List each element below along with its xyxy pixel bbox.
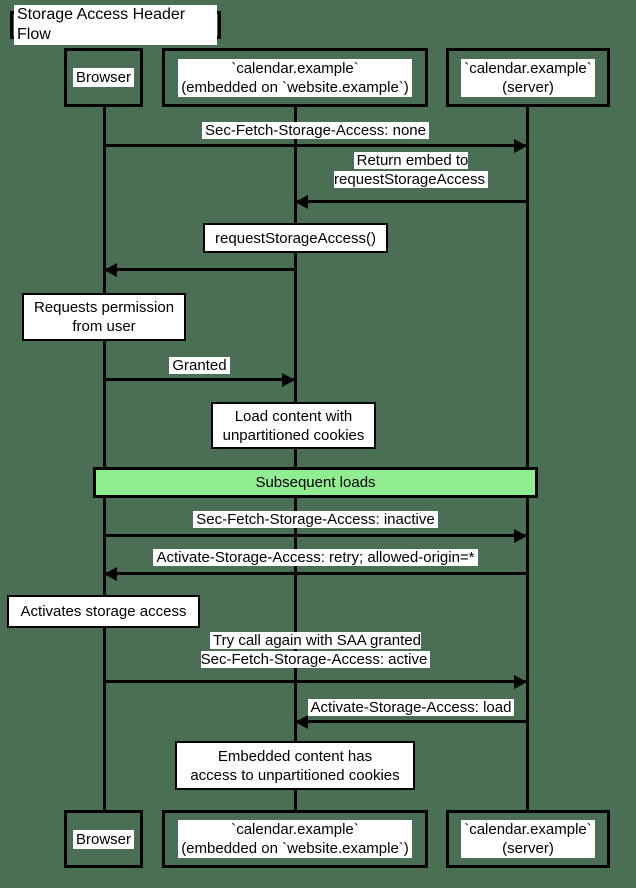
note-text: Requests permission from user [33,299,175,335]
message-label-text: Activate-Storage-Access: retry; allowed-… [153,549,478,566]
message-label: Activate-Storage-Access: load [295,698,527,717]
message-label-text: Granted [169,357,230,374]
message-label: Sec-Fetch-Storage-Access: inactive [104,510,527,529]
participant-browser-top-label: Browser [72,68,134,87]
loop-label-band: Subsequent loads [93,467,538,498]
message-label-text: Activate-Storage-Access: load [307,699,515,716]
participant-server-bottom-label: `calendar.example` (server) [461,820,595,858]
message-label: Sec-Fetch-Storage-Access: none [104,121,527,140]
note: Activates storage access [7,595,200,628]
message-arrowhead [282,373,295,387]
message-arrowhead [104,567,117,581]
message-arrowhead [104,263,117,277]
note-text: Activates storage access [20,603,187,620]
participant-browser-bottom: Browser [64,810,143,868]
message-label-text: requestStorageAccess() [215,229,376,247]
message-arrow-line [104,680,527,683]
message-label-text: Sec-Fetch-Storage-Access: inactive [193,511,438,528]
message-arrow-line [295,720,527,723]
message-arrow-line [104,572,527,575]
lifeline-server [526,107,529,810]
lifeline-embed [294,107,297,810]
message-arrowhead [514,139,527,153]
note-text: Embedded content has access to unpartiti… [190,747,400,784]
participant-embed-bottom-label: `calendar.example` (embedded on `website… [178,820,412,858]
lifeline-browser [103,107,106,810]
message-arrowhead [514,675,527,689]
message-arrowhead [514,529,527,543]
note: Requests permission from user [22,293,186,341]
message-label: Activate-Storage-Access: retry; allowed-… [104,548,527,567]
message-arrow-line [295,200,527,203]
message-label: Try call again with SAA granted Sec-Fetc… [104,631,527,669]
note-text: Load content with unpartitioned cookies [222,407,365,444]
diagram-title: Storage Access Header Flow [14,5,217,45]
note: Embedded content has access to unpartiti… [175,741,415,790]
note: Load content with unpartitioned cookies [211,402,376,449]
message-label: Return embed to requestStorageAccess [295,151,527,189]
participant-server-top-label: `calendar.example` (server) [461,58,595,97]
loop-label: Subsequent loads [255,474,376,491]
participant-browser-top: Browser [64,48,143,107]
message-arrowhead [295,195,308,209]
message-label-text: Return embed to requestStorageAccess [334,152,488,188]
message-boxed-label: requestStorageAccess() [203,223,388,253]
participant-embed-top: `calendar.example` (embedded on `website… [162,48,428,107]
message-arrowhead [295,715,308,729]
participant-server-bottom: `calendar.example` (server) [446,810,610,868]
participant-embed-top-label: `calendar.example` (embedded on `website… [178,58,412,97]
participant-browser-bottom-label: Browser [72,829,134,849]
participant-server-top: `calendar.example` (server) [446,48,610,107]
diagram-title-box: Storage Access Header Flow [10,5,221,45]
message-arrow-line [104,268,295,271]
participant-embed-bottom: `calendar.example` (embedded on `website… [162,810,428,868]
message-arrow-line [104,144,527,147]
message-label-text: Try call again with SAA granted Sec-Fetc… [200,632,431,668]
message-arrow-line [104,378,295,381]
message-arrow-line [104,534,527,537]
message-label: Granted [104,356,295,375]
message-label-text: Sec-Fetch-Storage-Access: none [202,122,429,139]
